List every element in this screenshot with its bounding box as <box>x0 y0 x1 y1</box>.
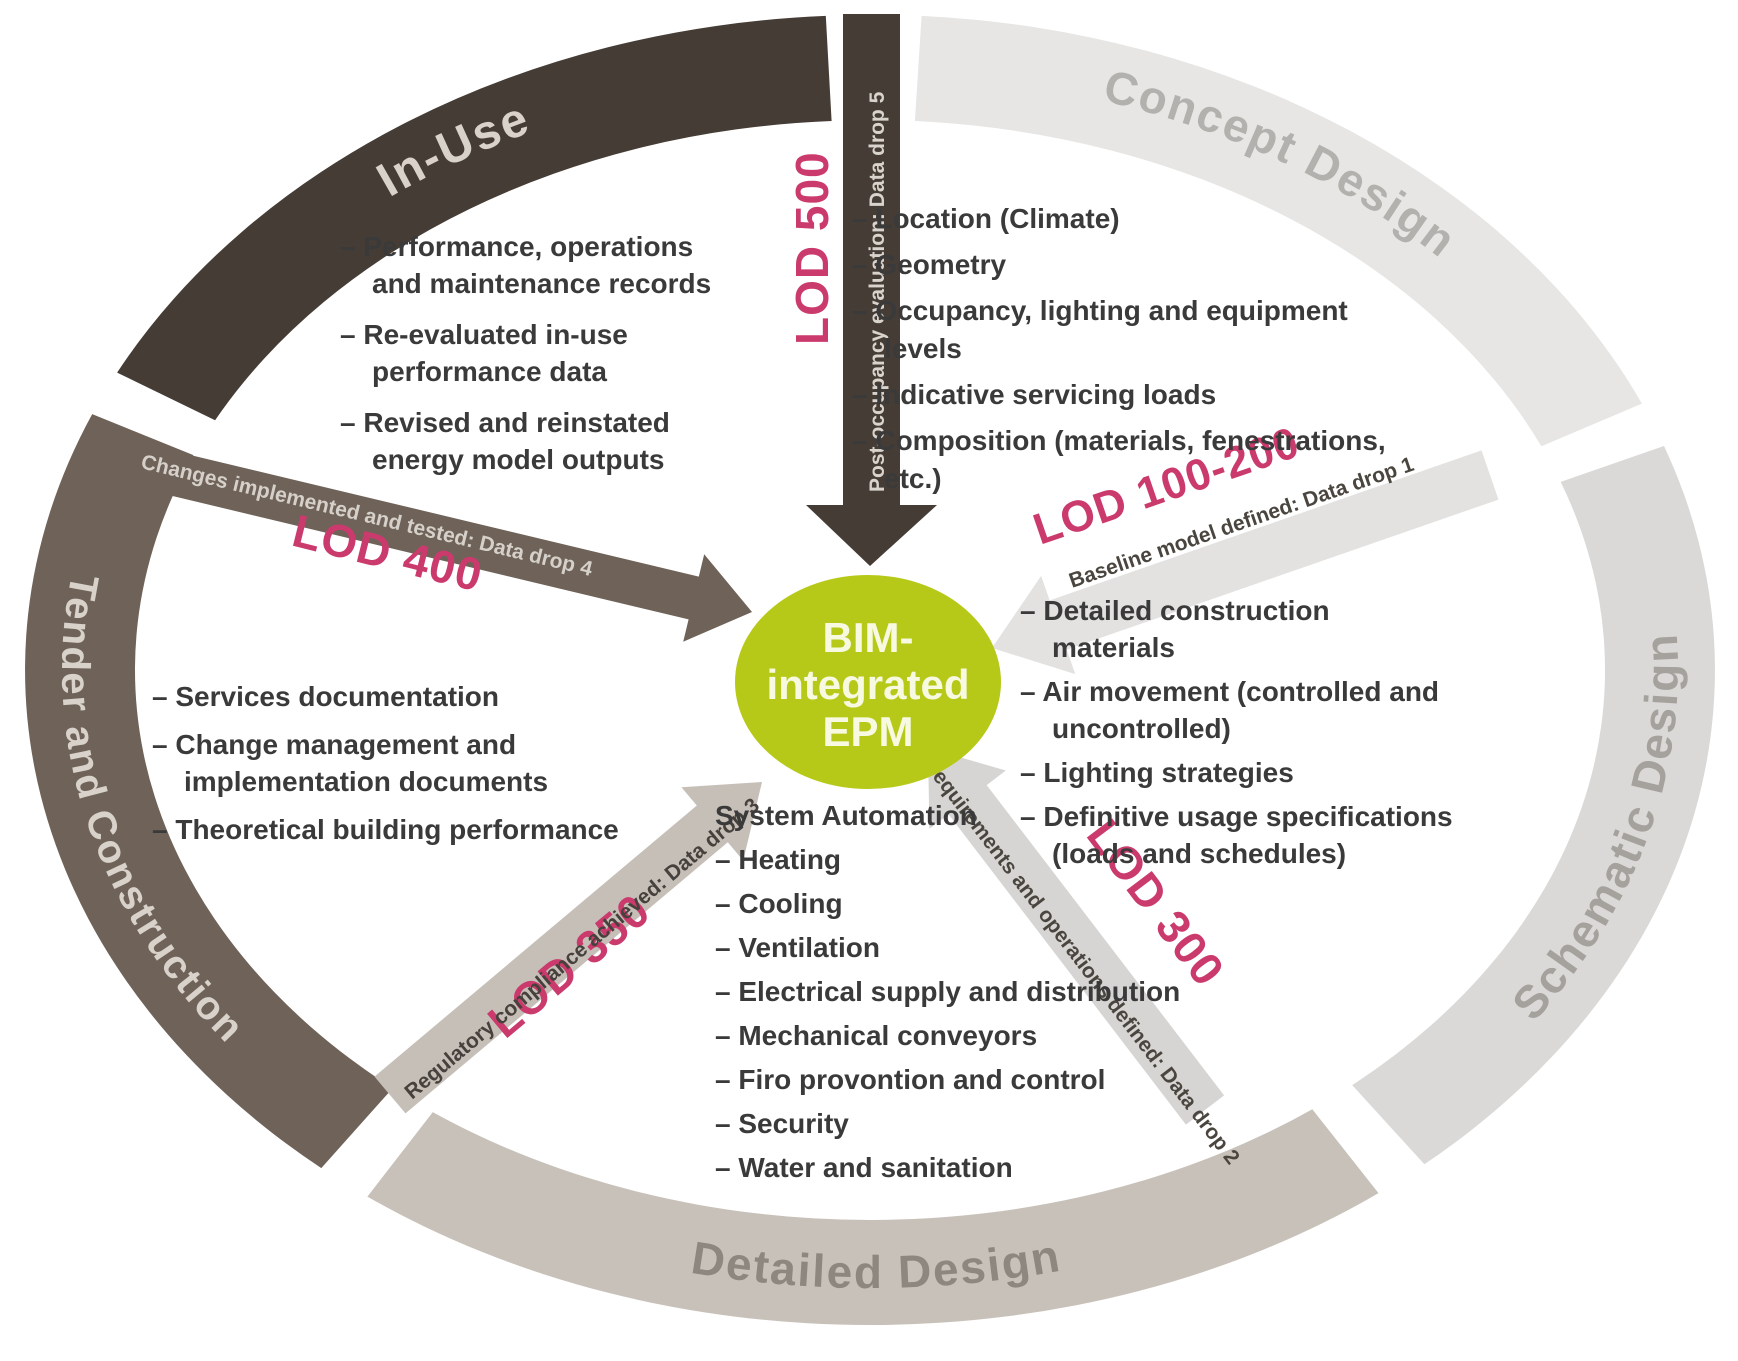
list-item: – Ventilation <box>715 932 880 963</box>
list-item: – Revised and reinstated energy model ou… <box>340 407 670 475</box>
schematic-design-list: – Detailed construction materials – Air … <box>1020 592 1460 879</box>
ring-segment-tender-construction <box>25 414 393 1169</box>
arrow-lod100-200-shape <box>992 450 1499 675</box>
list-item: – Location (Climate) <box>852 203 1120 234</box>
in-use-list: – Performance, operations and maintenanc… <box>340 228 750 492</box>
list-item: – Definitive usage specifications (loads… <box>1020 801 1453 869</box>
list-item: – Theoretical building performance <box>152 814 619 845</box>
system-automation-title: System Automation <box>715 800 977 831</box>
arrow-lod500-note: Post-occupancy evaluation: Data drop 5 <box>866 91 889 492</box>
list-item: – Change management and implementation d… <box>152 729 549 797</box>
list-item: – Geometry <box>852 249 1007 280</box>
list-item: – Lighting strategies <box>1020 757 1294 788</box>
list-item: – Heating <box>715 844 842 875</box>
center-text-line1: BIM- <box>823 614 914 661</box>
arrow-lod350-shape <box>374 782 762 1114</box>
center-circle <box>735 575 1001 789</box>
center-node: BIM- integrated EPM <box>735 575 1001 789</box>
tender-construction-list: – Services documentation – Change manage… <box>152 678 672 859</box>
ring-segment-concept-design <box>914 15 1642 447</box>
list-item: – Firo provontion and control <box>715 1064 1106 1095</box>
list-item: – Water and sanitation <box>715 1152 1013 1183</box>
list-item: – Air movement (controlled and uncontrol… <box>1020 676 1440 744</box>
center-text-line3: EPM <box>822 708 913 755</box>
list-item: – Re-evaluated in-use performance data <box>340 319 628 387</box>
list-item: – Indicative servicing loads <box>852 379 1217 410</box>
ring-segment-in-use <box>117 15 832 421</box>
system-automation-list: System Automation – Heating – Cooling – … <box>715 796 1195 1192</box>
list-item: – Security <box>715 1108 849 1139</box>
arrow-lod500-shape <box>806 14 937 566</box>
ring-segment-detailed-design <box>367 1109 1379 1326</box>
ring-segment-schematic-design <box>1352 446 1715 1165</box>
list-item: – Electrical supply and distribution <box>715 976 1181 1007</box>
list-item: – Occupancy, lighting and equipment leve… <box>852 295 1348 364</box>
list-item: – Composition (materials, fenestrations,… <box>852 425 1386 494</box>
list-item: – Services documentation <box>152 681 500 712</box>
list-item: – Mechanical conveyors <box>715 1020 1038 1051</box>
concept-design-list: – Location (Climate) – Geometry – Occupa… <box>852 200 1412 506</box>
arrow-lod500: Post-occupancy evaluation: Data drop 5 L… <box>786 14 937 566</box>
list-item: – Detailed construction materials <box>1020 595 1330 663</box>
arrow-lod300-shape <box>928 748 1225 1125</box>
arrow-lod400-shape <box>119 440 752 642</box>
center-text-line2: integrated <box>766 661 969 708</box>
list-item: – Cooling <box>715 888 843 919</box>
arrow-lod500-label: LOD 500 <box>786 151 838 345</box>
list-item: – Performance, operations and maintenanc… <box>340 231 712 299</box>
